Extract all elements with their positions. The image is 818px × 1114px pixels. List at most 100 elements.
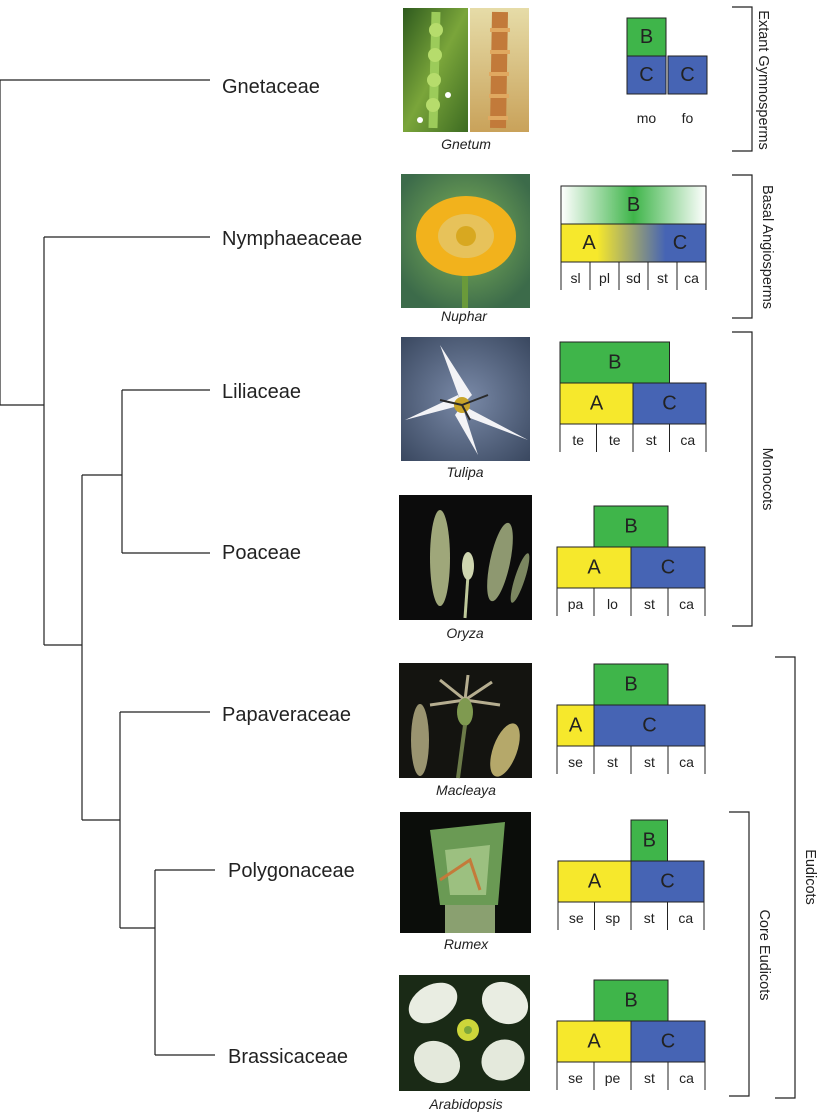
family-label-liliaceae: Liliaceae (222, 381, 301, 403)
abc-diagram-liliaceae: BA Cte te st ca (559, 341, 707, 452)
organ-label: te (609, 432, 621, 448)
bracket-gymno (732, 6, 753, 152)
block-b (626, 17, 667, 57)
organ-label: ca (679, 596, 694, 612)
oryza-floret-photo (399, 495, 532, 620)
group-labels: Extant Gymnosperms Basal Angiosperms Mon… (755, 10, 818, 1000)
genus-label-arabidopsis: Arabidopsis (428, 1096, 502, 1112)
organ-label: mo (637, 110, 657, 126)
group-label-gymnosperms: Extant Gymnosperms (755, 10, 771, 149)
abc-diagram-polygonaceae: B A Cse sp st ca (557, 819, 705, 930)
group-label-monocots: Monocots (759, 448, 775, 511)
organ-label: pl (599, 270, 610, 286)
block-label-c: C (680, 64, 694, 86)
organ-label: sl (570, 270, 580, 286)
organ-label: sp (605, 910, 620, 926)
block-c (667, 55, 708, 95)
block-c (630, 860, 705, 903)
block-label-a: A (569, 715, 583, 737)
block-label-c: C (673, 232, 687, 254)
bracket-mono (732, 331, 753, 627)
organ-label: lo (607, 596, 618, 612)
block-a (559, 382, 634, 425)
block-label-a: A (590, 393, 604, 415)
block-c (630, 1020, 706, 1063)
family-label-poaceae: Poaceae (222, 542, 301, 564)
group-label-basal-angiosperms: Basal Angiosperms (759, 185, 775, 309)
organ-label: se (568, 1070, 583, 1086)
block-b (560, 185, 707, 225)
block-label-c: C (642, 715, 656, 737)
block-label-b: B (640, 26, 653, 48)
nuphar-flower-photo (401, 174, 530, 308)
photos (399, 8, 532, 1091)
bracket-basal (732, 174, 753, 319)
organ-label: pe (605, 1070, 621, 1086)
genus-label-nuphar: Nuphar (441, 308, 488, 324)
rumex-flower-photo (400, 812, 531, 933)
block-label-b: B (643, 830, 656, 852)
cladogram (0, 79, 215, 1056)
macleaya-flower-photo (399, 663, 532, 779)
block-label-a: A (588, 871, 602, 893)
family-label-gnetaceae: Gnetaceae (222, 76, 320, 98)
genus-labels: Gnetum Nuphar Tulipa Oryza Macleaya Rume… (428, 136, 502, 1112)
group-brackets (729, 6, 796, 1099)
organ-label: st (644, 910, 655, 926)
family-label-papaveraceae: Papaveraceae (222, 704, 351, 726)
abc-diagram-poaceae: B A Cpa lo st ca (556, 505, 706, 616)
block-label-a: A (587, 557, 601, 579)
organ-label: st (644, 1070, 655, 1086)
genus-label-oryza: Oryza (446, 625, 484, 641)
block-label-a: A (587, 1031, 601, 1053)
block-label-b: B (608, 352, 621, 374)
organ-label: te (572, 432, 584, 448)
organ-label: st (646, 432, 657, 448)
genus-label-rumex: Rumex (444, 936, 489, 952)
organ-label: st (607, 754, 618, 770)
block-b (593, 979, 669, 1022)
block-a (556, 546, 632, 589)
organ-label: se (569, 910, 584, 926)
organ-label: pa (568, 596, 584, 612)
block-a (556, 704, 595, 747)
block-label-c: C (660, 871, 674, 893)
block-c (626, 55, 667, 95)
block-label-c: C (639, 64, 653, 86)
abc-diagram-papaveraceae: B A Cse st st ca (556, 663, 706, 774)
block-label-a: A (582, 232, 596, 254)
family-label-brassicaceae: Brassicaceae (228, 1046, 348, 1068)
family-label-nymphaeaceae: Nymphaeaceae (222, 228, 362, 250)
organ-label: fo (682, 110, 694, 126)
block-a (557, 860, 632, 903)
block-label-c: C (662, 393, 676, 415)
arabidopsis-flower-photo (399, 975, 530, 1091)
genus-label-macleaya: Macleaya (436, 782, 496, 798)
group-label-core-eudicots: Core Eudicots (756, 909, 772, 1000)
organ-label: ca (680, 432, 695, 448)
organ-label: st (644, 596, 655, 612)
block-label-b: B (624, 516, 637, 538)
genus-label-tulipa: Tulipa (446, 464, 483, 480)
organ-label: ca (678, 910, 693, 926)
gnetum-strobili-photo (403, 8, 529, 132)
bracket-eudicots (775, 656, 796, 1099)
organ-label: st (644, 754, 655, 770)
block-c (632, 382, 707, 425)
block-label-b: B (624, 674, 637, 696)
block-b (630, 819, 668, 862)
organ-label: ca (679, 754, 694, 770)
bracket-core (729, 811, 750, 1097)
genus-label-gnetum: Gnetum (441, 136, 491, 152)
block-label-c: C (661, 557, 675, 579)
family-label-polygonaceae: Polygonaceae (228, 860, 355, 882)
tulipa-flower-photo (401, 337, 530, 461)
organ-label: ca (679, 1070, 694, 1086)
block-c (593, 704, 706, 747)
organ-label: se (568, 754, 583, 770)
family-labels: Gnetaceae Nymphaeaceae Liliaceae Poaceae… (222, 76, 362, 1068)
